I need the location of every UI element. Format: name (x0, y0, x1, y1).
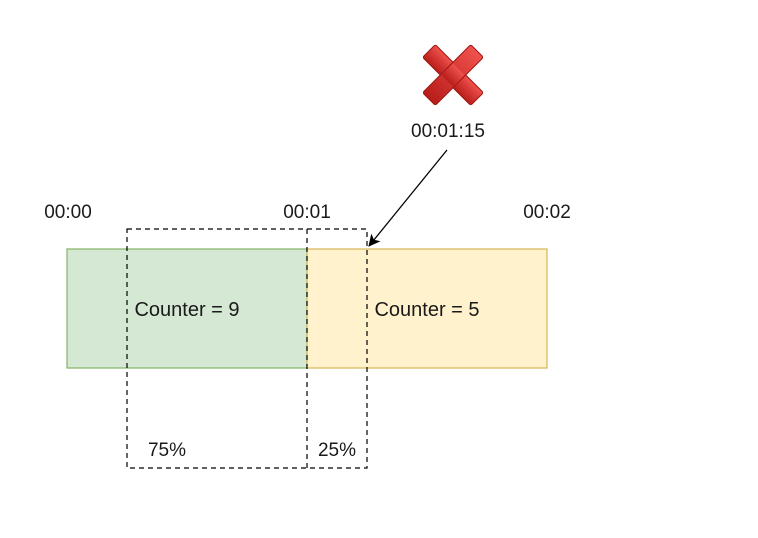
share-label-current: 25% (318, 440, 356, 461)
window-label-current: Counter = 5 (374, 299, 479, 321)
marker-time-label: 00:01:15 (411, 121, 485, 142)
share-label-previous: 75% (148, 440, 186, 461)
sliding-window-outline (126, 228, 368, 469)
window-box-current (306, 248, 548, 369)
tick-label-end: 00:02 (523, 202, 571, 223)
cross-mark-icon (422, 44, 484, 106)
window-label-previous: Counter = 9 (134, 299, 239, 321)
tick-label-middle: 00:01 (283, 202, 331, 223)
tick-label-start: 00:00 (44, 202, 92, 223)
window-box-previous (66, 248, 308, 369)
marker-arrow (368, 149, 448, 247)
